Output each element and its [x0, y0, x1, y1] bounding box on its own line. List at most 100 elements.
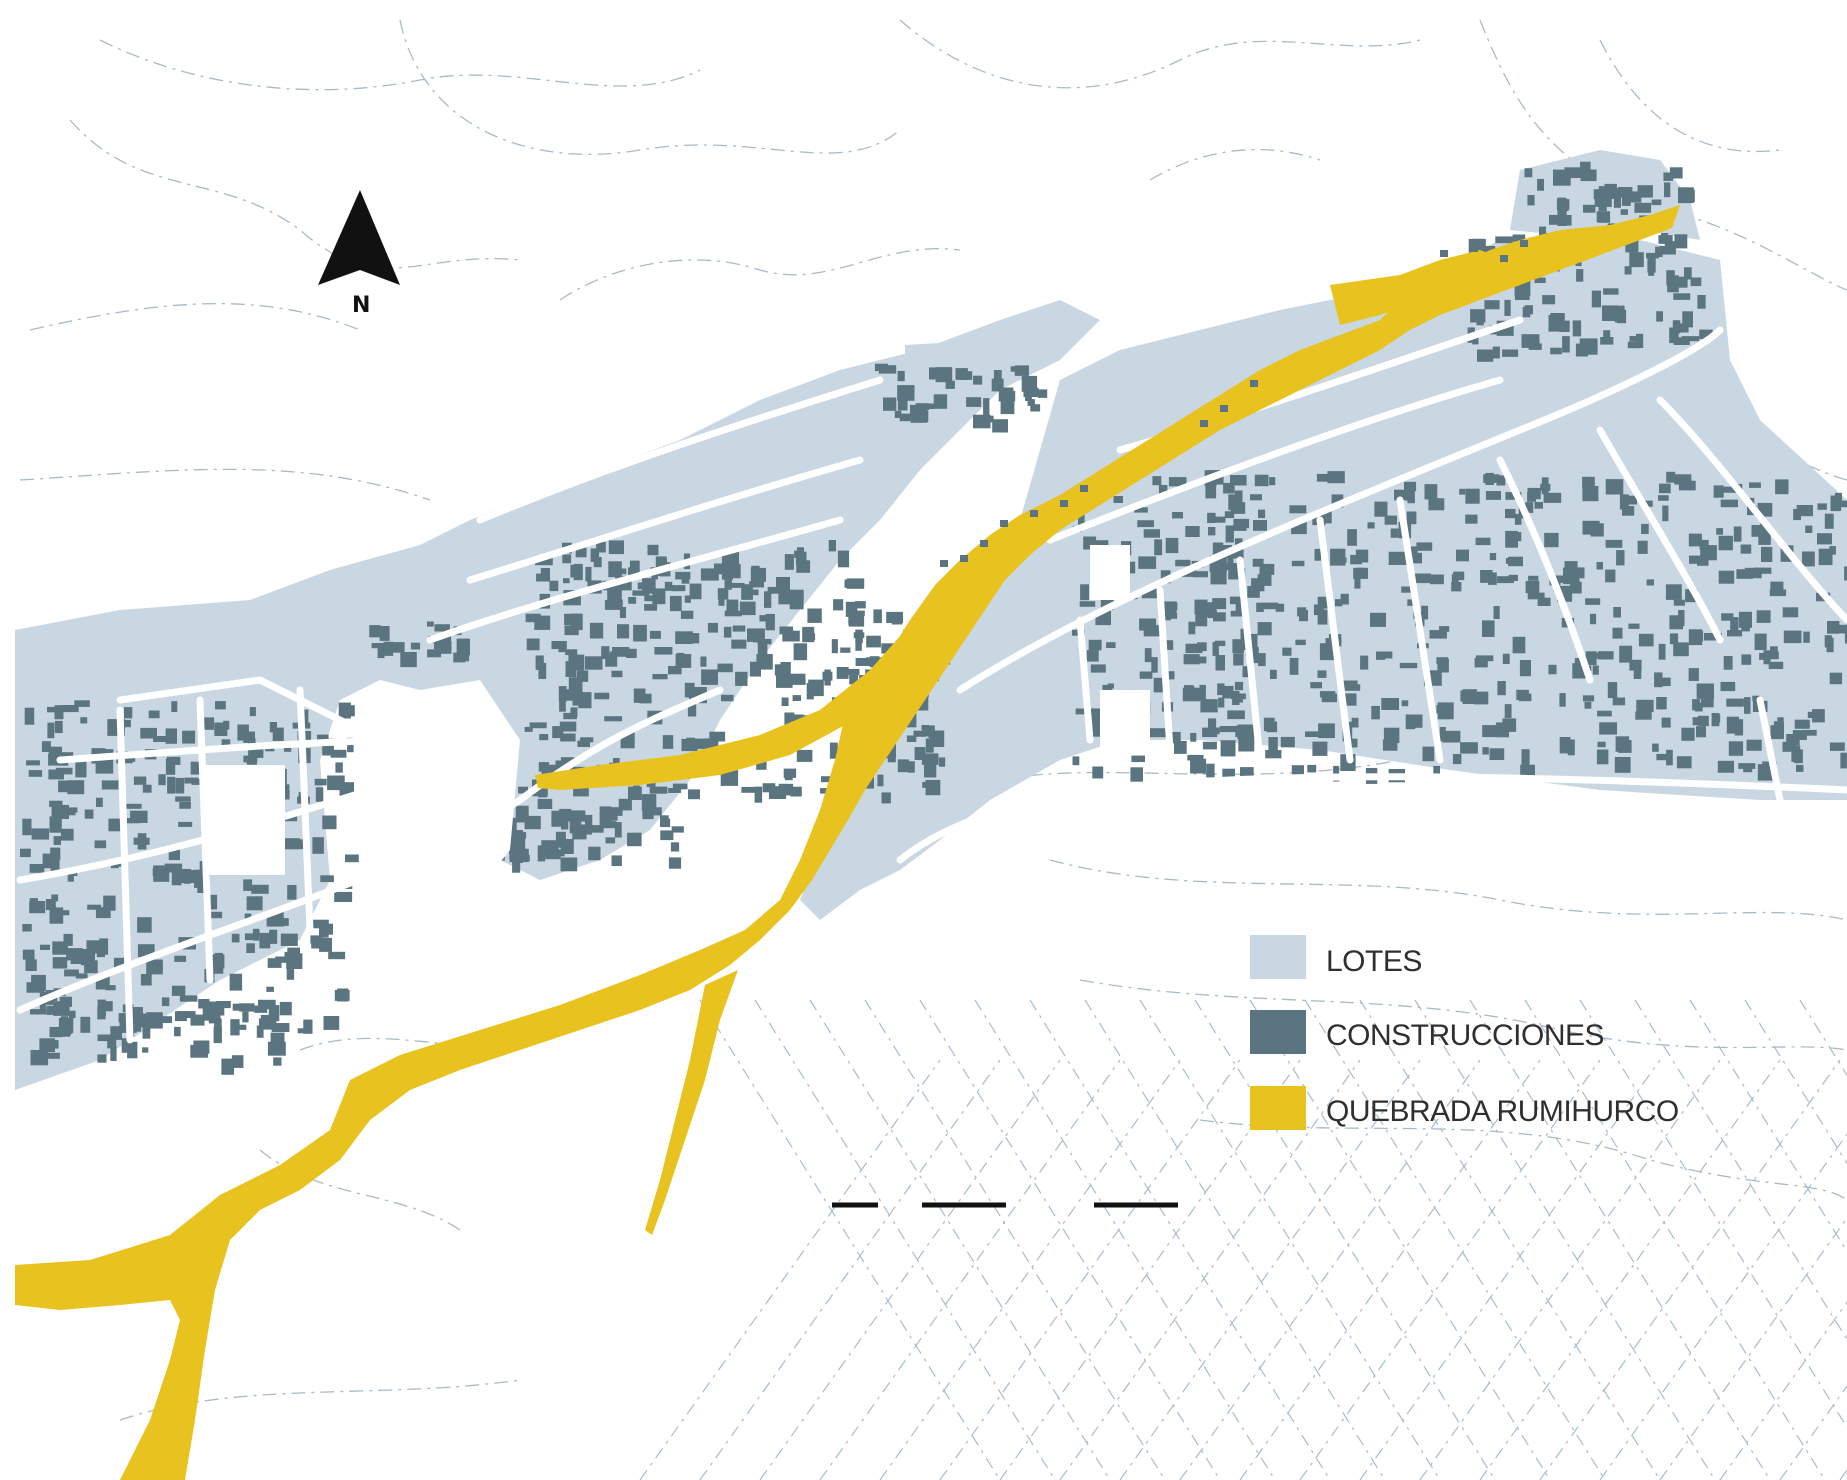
building — [1037, 389, 1048, 398]
building — [1401, 700, 1409, 707]
building — [649, 807, 662, 816]
building — [1234, 681, 1244, 691]
building — [1534, 502, 1543, 509]
building — [1802, 551, 1815, 567]
building — [198, 999, 210, 1009]
building — [66, 948, 83, 961]
building — [165, 728, 177, 744]
building — [555, 831, 566, 848]
grid-street — [1029, 999, 1331, 1480]
building — [992, 419, 1008, 433]
building — [1347, 529, 1357, 546]
building — [1190, 732, 1197, 742]
building — [243, 879, 253, 891]
building — [1505, 492, 1522, 500]
grid-street — [1304, 999, 1606, 1480]
contour-line — [399, 19, 901, 155]
building — [239, 1003, 255, 1012]
building — [346, 705, 355, 717]
building — [49, 1026, 63, 1038]
building — [735, 671, 748, 686]
street — [896, 773, 1847, 864]
building — [267, 1000, 274, 1008]
street — [1156, 586, 1174, 754]
building — [1433, 765, 1440, 781]
building — [1436, 657, 1448, 665]
building — [215, 1001, 231, 1009]
building — [1718, 570, 1735, 584]
building — [700, 656, 707, 667]
building — [573, 787, 589, 797]
building — [660, 830, 674, 841]
building — [960, 371, 973, 380]
building — [1321, 693, 1337, 703]
building — [1404, 481, 1417, 492]
building — [1161, 640, 1174, 650]
building — [1740, 544, 1752, 554]
building — [1212, 642, 1219, 656]
building — [991, 378, 1004, 392]
building — [51, 804, 69, 819]
building — [1733, 526, 1742, 542]
building — [168, 845, 180, 861]
building — [75, 761, 87, 778]
building — [1802, 729, 1817, 736]
building — [1638, 633, 1654, 647]
building — [1482, 747, 1489, 755]
building — [651, 572, 658, 580]
building — [1620, 209, 1628, 215]
building — [664, 581, 673, 591]
building — [1656, 311, 1663, 322]
building — [649, 630, 661, 639]
building — [589, 622, 604, 639]
building — [919, 403, 935, 409]
building — [778, 783, 794, 796]
street — [1396, 496, 1444, 764]
building — [897, 394, 908, 411]
building — [1165, 537, 1179, 554]
building — [1803, 631, 1810, 643]
building — [266, 986, 274, 992]
building — [1566, 576, 1579, 585]
building — [1000, 520, 1008, 527]
grid-street — [1719, 1301, 1847, 1480]
building — [922, 781, 936, 788]
building — [1230, 475, 1247, 486]
building — [30, 1050, 49, 1066]
building — [649, 786, 668, 794]
building — [1106, 642, 1116, 648]
building — [25, 959, 37, 971]
building — [1726, 716, 1739, 734]
building — [756, 758, 767, 770]
building — [254, 1005, 268, 1013]
building — [908, 761, 915, 773]
building — [1585, 651, 1597, 666]
building — [551, 810, 566, 827]
building — [1187, 754, 1204, 761]
building — [577, 740, 590, 747]
building — [1688, 668, 1699, 681]
building — [1488, 572, 1497, 585]
building — [633, 688, 646, 703]
building — [267, 1041, 286, 1056]
building — [1218, 697, 1225, 708]
building — [700, 568, 719, 581]
building — [1792, 730, 1807, 740]
grid-street — [1659, 1217, 1847, 1480]
building — [718, 593, 725, 606]
building — [1258, 509, 1266, 519]
building — [1222, 685, 1234, 699]
building — [1673, 337, 1690, 345]
building — [1567, 739, 1575, 756]
building — [1512, 234, 1526, 242]
ravine-buildings — [940, 240, 1528, 567]
legend-item-construcciones: CONSTRUCCIONES — [1250, 1010, 1605, 1054]
building — [1030, 510, 1038, 517]
building — [1845, 637, 1847, 644]
building — [75, 973, 88, 979]
building — [694, 738, 705, 749]
building — [1837, 500, 1847, 508]
building — [48, 746, 62, 757]
building — [63, 933, 73, 946]
building — [1437, 658, 1449, 673]
